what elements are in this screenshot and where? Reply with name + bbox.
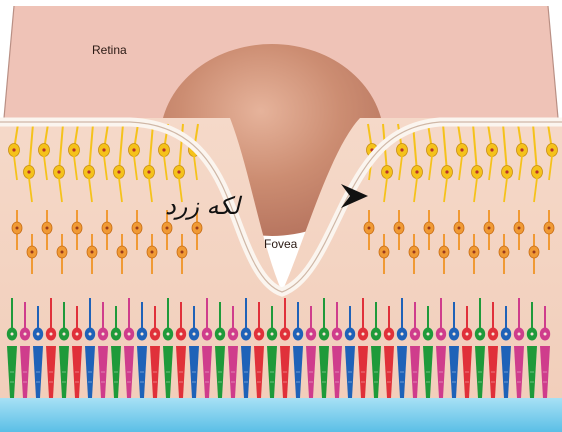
bipolar-nucleus xyxy=(428,227,431,230)
photoreceptor-nucleus xyxy=(141,333,144,336)
ganglion-nucleus xyxy=(57,170,60,173)
ganglion-nucleus xyxy=(12,148,15,151)
photoreceptor-nucleus xyxy=(37,333,40,336)
photoreceptor-nucleus xyxy=(375,333,378,336)
ganglion-nucleus xyxy=(535,170,538,173)
photoreceptor-nucleus xyxy=(440,333,443,336)
bipolar-nucleus xyxy=(76,227,79,230)
photoreceptor-nucleus xyxy=(453,333,456,336)
photoreceptor-nucleus xyxy=(401,333,404,336)
photoreceptor-nucleus xyxy=(518,333,521,336)
bipolar-nucleus xyxy=(533,251,536,254)
ganglion-nucleus xyxy=(87,170,90,173)
photoreceptor-nucleus xyxy=(50,333,53,336)
photoreceptor-nucleus xyxy=(258,333,261,336)
bipolar-nucleus xyxy=(121,251,124,254)
bipolar-nucleus xyxy=(46,227,49,230)
retina-label: Retina xyxy=(92,43,127,57)
photoreceptor-nucleus xyxy=(336,333,339,336)
bipolar-nucleus xyxy=(61,251,64,254)
photoreceptor-nucleus xyxy=(414,333,417,336)
photoreceptor-nucleus xyxy=(284,333,287,336)
photoreceptor-nucleus xyxy=(544,333,547,336)
bipolar-nucleus xyxy=(443,251,446,254)
ganglion-nucleus xyxy=(147,170,150,173)
ganglion-nucleus xyxy=(132,148,135,151)
bipolar-nucleus xyxy=(151,251,154,254)
bipolar-nucleus xyxy=(368,227,371,230)
photoreceptor-nucleus xyxy=(349,333,352,336)
ganglion-nucleus xyxy=(400,148,403,151)
photoreceptor-nucleus xyxy=(167,333,170,336)
photoreceptor-nucleus xyxy=(232,333,235,336)
bipolar-nucleus xyxy=(91,251,94,254)
photoreceptor-nucleus xyxy=(11,333,14,336)
bipolar-nucleus xyxy=(196,227,199,230)
bipolar-nucleus xyxy=(548,227,551,230)
bipolar-nucleus xyxy=(413,251,416,254)
ganglion-nucleus xyxy=(177,170,180,173)
ganglion-nucleus xyxy=(162,148,165,151)
ganglion-nucleus xyxy=(550,148,553,151)
ganglion-nucleus xyxy=(445,170,448,173)
photoreceptor-nucleus xyxy=(427,333,430,336)
bipolar-nucleus xyxy=(383,251,386,254)
handwritten-annotation: لکه زرد xyxy=(165,192,243,220)
photoreceptor-nucleus xyxy=(466,333,469,336)
ganglion-nucleus xyxy=(505,170,508,173)
bipolar-nucleus xyxy=(106,227,109,230)
photoreceptor-nucleus xyxy=(505,333,508,336)
photoreceptor-nucleus xyxy=(323,333,326,336)
ganglion-nucleus xyxy=(475,170,478,173)
bipolar-nucleus xyxy=(166,227,169,230)
ganglion-nucleus xyxy=(490,148,493,151)
photoreceptor-nucleus xyxy=(310,333,313,336)
ganglion-nucleus xyxy=(27,170,30,173)
bipolar-nucleus xyxy=(518,227,521,230)
photoreceptor-nucleus xyxy=(63,333,66,336)
photoreceptor-nucleus xyxy=(154,333,157,336)
ganglion-nucleus xyxy=(520,148,523,151)
ganglion-nucleus xyxy=(102,148,105,151)
bipolar-nucleus xyxy=(398,227,401,230)
photoreceptor-nucleus xyxy=(24,333,27,336)
pigment-epithelium xyxy=(0,398,562,432)
photoreceptor-nucleus xyxy=(531,333,534,336)
photoreceptor-nucleus xyxy=(206,333,209,336)
bipolar-nucleus xyxy=(31,251,34,254)
photoreceptor-nucleus xyxy=(115,333,118,336)
ganglion-nucleus xyxy=(460,148,463,151)
photoreceptor-nucleus xyxy=(76,333,79,336)
photoreceptor-nucleus xyxy=(128,333,131,336)
photoreceptor-nucleus xyxy=(492,333,495,336)
fovea-label: Fovea xyxy=(264,237,298,251)
photoreceptor-nucleus xyxy=(102,333,105,336)
bipolar-nucleus xyxy=(503,251,506,254)
photoreceptor-nucleus xyxy=(193,333,196,336)
photoreceptor-nucleus xyxy=(362,333,365,336)
photoreceptor-nucleus xyxy=(245,333,248,336)
ganglion-nucleus xyxy=(430,148,433,151)
photoreceptor-nucleus xyxy=(271,333,274,336)
ganglion-nucleus xyxy=(385,170,388,173)
photoreceptor-nucleus xyxy=(297,333,300,336)
photoreceptor-nucleus xyxy=(180,333,183,336)
photoreceptor-nucleus xyxy=(388,333,391,336)
bipolar-nucleus xyxy=(458,227,461,230)
photoreceptor-nucleus xyxy=(219,333,222,336)
bipolar-nucleus xyxy=(136,227,139,230)
bipolar-nucleus xyxy=(16,227,19,230)
bipolar-nucleus xyxy=(181,251,184,254)
bipolar-nucleus xyxy=(488,227,491,230)
photoreceptor-nucleus xyxy=(479,333,482,336)
ganglion-nucleus xyxy=(42,148,45,151)
ganglion-nucleus xyxy=(415,170,418,173)
ganglion-nucleus xyxy=(72,148,75,151)
ganglion-nucleus xyxy=(117,170,120,173)
photoreceptor-nucleus xyxy=(89,333,92,336)
bipolar-nucleus xyxy=(473,251,476,254)
